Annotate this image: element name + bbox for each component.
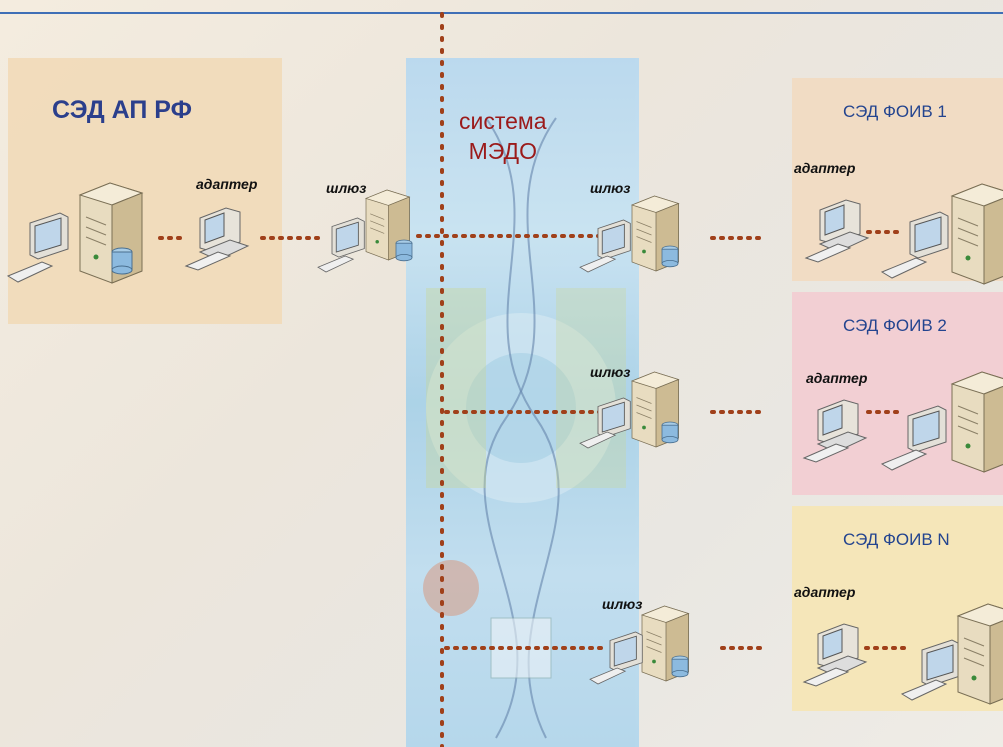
label-gateway-1: шлюз bbox=[590, 180, 631, 196]
zone-title-foiv-n: СЭД ФОИВ N bbox=[843, 530, 950, 549]
ap-adapter-workstation-icon bbox=[185, 207, 249, 271]
label-gateway-2: шлюз bbox=[590, 364, 631, 380]
foiv-2-server-icon bbox=[951, 371, 1003, 473]
top-divider-line bbox=[0, 12, 1003, 14]
foiv-n-server-icon bbox=[957, 603, 1003, 705]
ap-database-icon bbox=[111, 247, 133, 275]
foiv-n-adapter-workstation-icon bbox=[803, 623, 867, 687]
gateway-2-monitor-icon bbox=[597, 397, 631, 438]
ap-gateway-monitor-icon bbox=[331, 217, 365, 258]
label-gateway-n: шлюз bbox=[602, 596, 643, 612]
gateway-n-keyboard-icon bbox=[589, 667, 626, 685]
gateway-1-keyboard-icon bbox=[579, 255, 616, 273]
gateway-1-database-icon bbox=[661, 245, 679, 268]
zone-sed-ap-rf bbox=[8, 58, 282, 324]
ap-keyboard-icon bbox=[7, 261, 53, 283]
foiv-1-monitor-icon bbox=[909, 211, 949, 259]
foiv-1-adapter-workstation-icon bbox=[805, 199, 869, 263]
foiv-2-monitor-icon bbox=[907, 405, 947, 453]
ap-monitor-icon bbox=[29, 212, 69, 260]
foiv-2-keyboard-icon bbox=[881, 449, 927, 471]
zone-title-sed-ap-rf: СЭД АП РФ bbox=[52, 96, 192, 124]
foiv-n-monitor-icon bbox=[921, 639, 961, 687]
medo-title-line-2: МЭДО bbox=[468, 138, 537, 164]
gateway-n-monitor-icon bbox=[609, 631, 643, 672]
label-foiv-n-adapter: адаптер bbox=[794, 584, 856, 600]
label-ap-gateway: шлюз bbox=[326, 180, 367, 196]
zone-title-medo: система МЭДО bbox=[459, 106, 547, 166]
zone-medo-system bbox=[406, 58, 639, 747]
zone-title-foiv-1: СЭД ФОИВ 1 bbox=[843, 102, 947, 121]
ap-gateway-database-icon bbox=[395, 239, 413, 262]
gateway-2-keyboard-icon bbox=[579, 431, 616, 449]
gateway-2-database-icon bbox=[661, 421, 679, 444]
gateway-n-database-icon bbox=[671, 655, 689, 678]
ap-gateway-keyboard-icon bbox=[317, 255, 354, 273]
foiv-2-adapter-workstation-icon bbox=[803, 399, 867, 463]
foiv-1-server-icon bbox=[951, 183, 1003, 285]
foiv-1-keyboard-icon bbox=[881, 257, 927, 279]
label-foiv-1-adapter: адаптер bbox=[794, 160, 856, 176]
medo-title-line-1: система bbox=[459, 108, 547, 134]
label-foiv-2-adapter: адаптер bbox=[806, 370, 868, 386]
zone-title-foiv-2: СЭД ФОИВ 2 bbox=[843, 316, 947, 335]
label-ap-adapter: адаптер bbox=[196, 176, 258, 192]
medo-background-art bbox=[423, 117, 626, 739]
gateway-1-monitor-icon bbox=[597, 219, 631, 260]
ap-server-icon bbox=[79, 182, 143, 284]
